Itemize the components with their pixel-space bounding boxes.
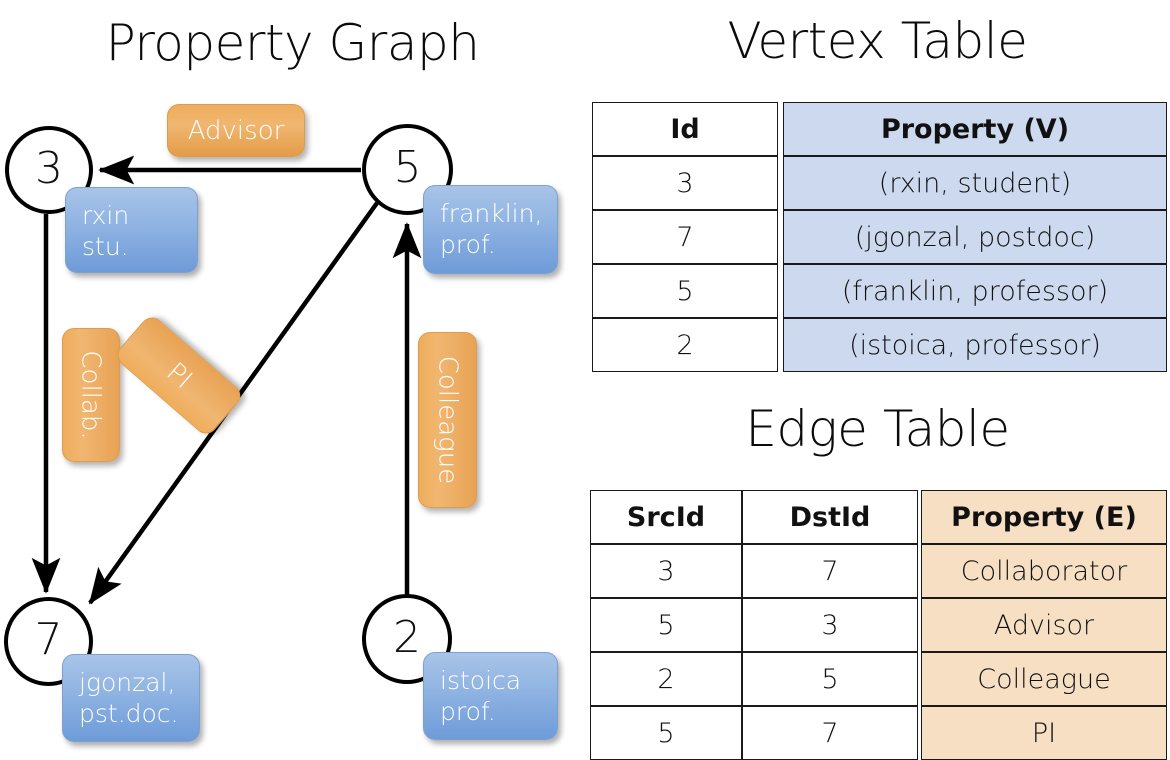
vertex-property-box-2: istoica prof. bbox=[423, 652, 558, 740]
edge-row-3-dst: 7 bbox=[742, 706, 918, 760]
graph-node-5[interactable]: 5 bbox=[362, 124, 453, 215]
edge-table-header-srcid: SrcId bbox=[590, 490, 742, 544]
vertex-row-2-property: (franklin, professor) bbox=[783, 264, 1167, 318]
edge-table-header-row: SrcId DstId Property (E) bbox=[590, 490, 1167, 544]
edge-label-advisor-text: Advisor bbox=[187, 115, 285, 146]
vertex-row-3-property: (istoica, professor) bbox=[783, 318, 1167, 372]
table-row[interactable]: 3 (rxin, student) bbox=[592, 156, 1167, 210]
graph-node-7-label: 7 bbox=[34, 614, 63, 665]
edge-label-colleague-text: Colleague bbox=[432, 355, 463, 485]
vertex-row-3-id: 2 bbox=[592, 318, 778, 372]
table-row[interactable]: 2 5 Colleague bbox=[590, 652, 1167, 706]
table-row[interactable]: 5 3 Advisor bbox=[590, 598, 1167, 652]
vertex-property-box-7: jgonzal, pst.doc. bbox=[62, 654, 200, 742]
edge-table-header-dstid: DstId bbox=[742, 490, 918, 544]
edge-row-2-src: 2 bbox=[590, 652, 742, 706]
table-row[interactable]: 2 (istoica, professor) bbox=[592, 318, 1167, 372]
edge-row-3-src: 5 bbox=[590, 706, 742, 760]
edge-label-advisor: Advisor bbox=[167, 104, 305, 157]
vertex-table-header-property: Property (V) bbox=[783, 102, 1167, 156]
edge-row-2-dst: 5 bbox=[742, 652, 918, 706]
table-row[interactable]: 5 7 PI bbox=[590, 706, 1167, 760]
vertex-table-header-row: Id Property (V) bbox=[592, 102, 1167, 156]
edge-table: SrcId DstId Property (E) 3 7 Collaborato… bbox=[590, 490, 1167, 760]
edge-label-colleague: Colleague bbox=[418, 332, 477, 508]
vertex-row-2-id: 5 bbox=[592, 264, 778, 318]
vertex-table-title: Vertex Table bbox=[727, 12, 1028, 70]
graph-node-2[interactable]: 2 bbox=[362, 594, 452, 684]
vertex-row-1-id: 7 bbox=[592, 210, 778, 264]
edge-label-collab: Collab. bbox=[62, 328, 120, 462]
vertex-row-0-id: 3 bbox=[592, 156, 778, 210]
graph-node-3-label: 3 bbox=[35, 142, 63, 194]
edge-row-1-property: Advisor bbox=[921, 598, 1167, 652]
edge-row-2-property: Colleague bbox=[921, 652, 1167, 706]
vertex-row-1-property: (jgonzal, postdoc) bbox=[783, 210, 1167, 264]
vertex-property-box-3: rxin stu. bbox=[65, 187, 198, 273]
vertex-property-box-5: franklin, prof. bbox=[423, 185, 558, 274]
table-row[interactable]: 7 (jgonzal, postdoc) bbox=[592, 210, 1167, 264]
edge-table-header-property: Property (E) bbox=[921, 490, 1167, 544]
graph-node-5-label: 5 bbox=[393, 142, 422, 193]
table-row[interactable]: 5 (franklin, professor) bbox=[592, 264, 1167, 318]
edge-row-0-dst: 7 bbox=[742, 544, 918, 598]
edge-label-pi-text: PI bbox=[160, 356, 198, 395]
vertex-table: Id Property (V) 3 (rxin, student) 7 (jgo… bbox=[592, 102, 1167, 372]
edge-row-0-src: 3 bbox=[590, 544, 742, 598]
edge-table-title: Edge Table bbox=[745, 400, 1010, 458]
table-row[interactable]: 3 7 Collaborator bbox=[590, 544, 1167, 598]
vertex-row-0-property: (rxin, student) bbox=[783, 156, 1167, 210]
edge-label-collab-text: Collab. bbox=[76, 350, 106, 440]
vertex-table-header-id: Id bbox=[592, 102, 778, 156]
edge-row-0-property: Collaborator bbox=[921, 544, 1167, 598]
property-graph-title: Property Graph bbox=[105, 14, 480, 72]
edge-row-1-dst: 3 bbox=[742, 598, 918, 652]
edge-row-1-src: 5 bbox=[590, 598, 742, 652]
graph-node-2-label: 2 bbox=[393, 611, 421, 663]
edge-row-3-property: PI bbox=[921, 706, 1167, 760]
